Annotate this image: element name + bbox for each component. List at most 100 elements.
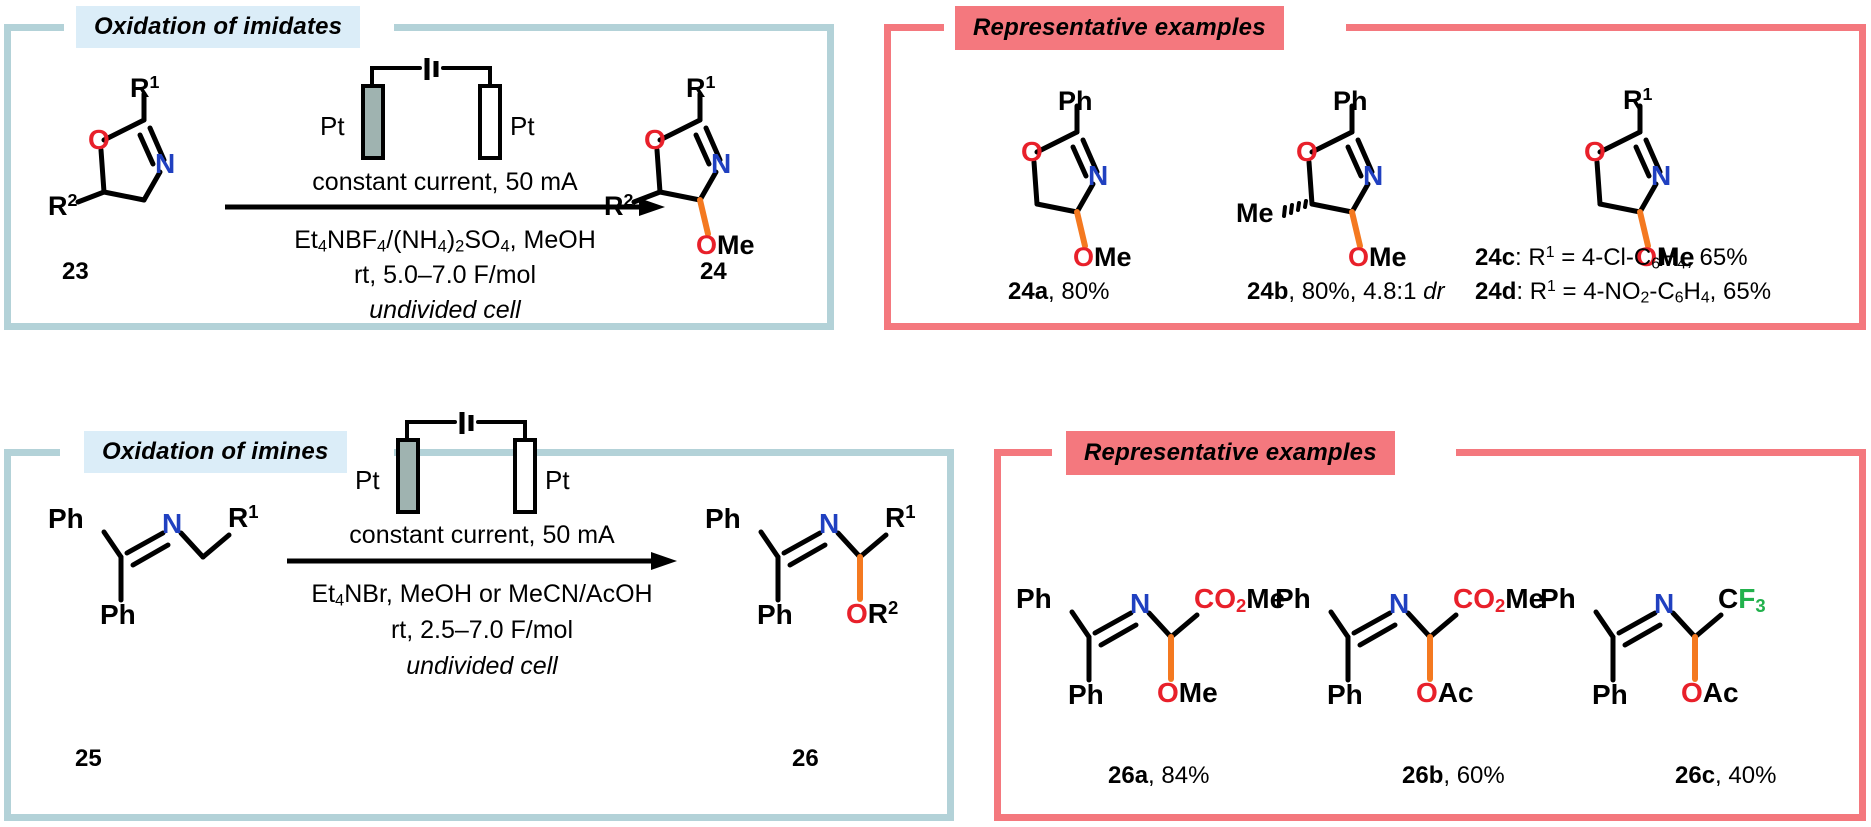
ome-label-26a: OMe bbox=[1157, 677, 1218, 708]
example-label-24a: 24a, 80% bbox=[1008, 278, 1109, 306]
compound-number-23: 23 bbox=[62, 258, 89, 285]
frame-edge-bottom bbox=[994, 814, 1866, 821]
conditions-line1-imidates: Et4NBF4/(NH4)2SO4, MeOH bbox=[294, 226, 596, 256]
ph-bottom-label-25: Ph bbox=[100, 599, 136, 630]
r2-label-23: R2 bbox=[48, 190, 78, 221]
ring-oxygen-label-24cd: O bbox=[1584, 136, 1606, 167]
r1-label-25: R1 bbox=[228, 501, 259, 534]
imine-skeleton-26b bbox=[1328, 609, 1459, 683]
frame-edge-top-right bbox=[394, 449, 954, 456]
frame-edge-top-left bbox=[4, 449, 60, 456]
example-26c-structure: Ph N CF3 Ph OAc bbox=[1540, 585, 1790, 745]
example-label-26a: 26a, 84% bbox=[1108, 762, 1209, 790]
ring-nitrogen-label-23: N bbox=[155, 148, 176, 179]
nitrogen-label-26b: N bbox=[1389, 588, 1410, 619]
oac-label-26b: OAc bbox=[1416, 677, 1474, 708]
ph-left-label-26a: Ph bbox=[1016, 583, 1052, 614]
nitrogen-label-26c: N bbox=[1654, 588, 1675, 619]
oxazoline-skeleton-24a bbox=[1031, 103, 1100, 249]
oxazoline-skeleton-23 bbox=[75, 91, 167, 205]
imines-examples-title: Representative examples bbox=[1066, 431, 1395, 475]
electrode-right-label-imines: Pt bbox=[545, 465, 570, 495]
reaction-arrow-imines bbox=[287, 550, 677, 574]
imine-skeleton-26 bbox=[758, 529, 889, 603]
r1-label-24: R1 bbox=[686, 72, 716, 103]
frame-edge-top-left bbox=[884, 24, 944, 31]
r1-label-23: R1 bbox=[130, 72, 160, 103]
co2me-label-26a: CO2Me bbox=[1194, 583, 1286, 617]
imidates-examples-title-text: Representative examples bbox=[973, 14, 1266, 41]
imidates-examples-title: Representative examples bbox=[955, 6, 1284, 50]
frame-edge-left bbox=[4, 24, 11, 330]
example-label-24c-id: 24c bbox=[1475, 244, 1516, 271]
example-label-24a-id: 24a bbox=[1008, 278, 1049, 305]
frame-edge-top-right bbox=[1346, 24, 1866, 31]
product-24-structure: O N R1 R2 OMe bbox=[604, 73, 818, 268]
example-24cd-structure: O N R1 OMe bbox=[1548, 85, 1748, 280]
conditions-line3-imidates: undivided cell bbox=[369, 296, 521, 324]
oxazoline-skeleton-24cd bbox=[1594, 103, 1663, 249]
electrode-left-label-imines: Pt bbox=[355, 465, 380, 495]
frame-edge-right bbox=[827, 24, 834, 330]
substrate-25-structure: Ph N R1 Ph bbox=[48, 501, 298, 655]
nitrogen-label-26a: N bbox=[1130, 588, 1151, 619]
imines-panel-frame bbox=[4, 449, 954, 821]
compound-number-26: 26 bbox=[792, 745, 819, 772]
example-label-24d: 24d: R1 = 4-NO2-C6H4, 65% bbox=[1475, 278, 1771, 307]
example-24b-structure: O N Ph Me OMe bbox=[1236, 88, 1470, 280]
oxazoline-skeleton-24b bbox=[1282, 103, 1375, 249]
frame-edge-right bbox=[1859, 449, 1866, 821]
electrode-cell-icon-imidates bbox=[361, 58, 502, 160]
ring-oxygen-label-24b: O bbox=[1296, 136, 1318, 167]
example-label-26b: 26b, 60% bbox=[1402, 762, 1505, 790]
frame-edge-top-left bbox=[4, 24, 64, 31]
ph-left-label-26c: Ph bbox=[1540, 583, 1576, 614]
example-label-24c: 24c: R1 = 4-Cl-C6H4, 65% bbox=[1475, 244, 1748, 273]
frame-edge-top-right bbox=[394, 24, 834, 31]
compound-number-24: 24 bbox=[700, 258, 727, 285]
example-label-26b-id: 26b bbox=[1402, 762, 1444, 789]
r1-label-26: R1 bbox=[885, 501, 916, 534]
conditions-line3-imines: undivided cell bbox=[406, 652, 558, 680]
ph-left-label-26b: Ph bbox=[1275, 583, 1311, 614]
ring-oxygen-label-23: O bbox=[88, 124, 110, 155]
product-26-structure: Ph N R1 Ph OR2 bbox=[705, 501, 955, 665]
example-label-24b-id: 24b bbox=[1247, 278, 1289, 305]
ph-bottom-label-26c: Ph bbox=[1592, 679, 1628, 710]
ring-oxygen-label-24a: O bbox=[1021, 136, 1043, 167]
ph-left-label-25: Ph bbox=[48, 503, 84, 534]
frame-edge-bottom bbox=[4, 323, 834, 330]
example-label-26c-id: 26c bbox=[1675, 762, 1716, 789]
example-26a-structure: Ph N CO2Me Ph OMe bbox=[1016, 583, 1285, 745]
example-label-26a-yield: , 84% bbox=[1148, 762, 1210, 789]
substrate-23-structure: O N R1 R2 bbox=[48, 73, 262, 248]
compound-number-25: 25 bbox=[75, 745, 102, 772]
ome-label-24cd: OMe bbox=[1636, 242, 1695, 272]
reaction-arrow-imidates bbox=[225, 196, 665, 220]
example-26b-structure: Ph N CO2Me Ph OAc bbox=[1275, 583, 1544, 745]
electrode-left-label-imidates: Pt bbox=[320, 111, 345, 141]
ph-bottom-label-26: Ph bbox=[757, 599, 793, 630]
imidates-panel-title: Oxidation of imidates bbox=[76, 6, 361, 48]
nitrogen-label-25: N bbox=[162, 508, 183, 539]
ph-label-24b: Ph bbox=[1333, 86, 1368, 116]
imine-skeleton-25 bbox=[101, 529, 232, 603]
frame-edge-right bbox=[947, 449, 954, 821]
frame-edge-bottom bbox=[884, 323, 1866, 330]
conditions-top-imines: constant current, 50 mA bbox=[349, 521, 615, 549]
cf3-label-26c: CF3 bbox=[1718, 583, 1766, 617]
ring-nitrogen-label-24: N bbox=[711, 148, 732, 179]
ring-nitrogen-label-24cd: N bbox=[1651, 160, 1672, 191]
imine-skeleton-26a bbox=[1069, 609, 1200, 683]
electrode-cell-icon-imines bbox=[396, 412, 537, 514]
oac-label-26c: OAc bbox=[1681, 677, 1739, 708]
imidates-panel-frame bbox=[4, 24, 834, 330]
imines-examples-title-text: Representative examples bbox=[1084, 439, 1377, 466]
frame-edge-top-left bbox=[994, 449, 1052, 456]
conditions-line2-imidates: rt, 5.0–7.0 F/mol bbox=[353, 261, 537, 289]
example-label-24d-text: : R1 = 4-NO2-C6H4, 65% bbox=[1516, 278, 1772, 307]
ph-left-label-26: Ph bbox=[705, 503, 741, 534]
oxazoline-skeleton-24 bbox=[631, 91, 723, 237]
imidates-panel-title-text: Oxidation of imidates bbox=[94, 13, 343, 40]
r2-label-24: R2 bbox=[604, 190, 634, 221]
